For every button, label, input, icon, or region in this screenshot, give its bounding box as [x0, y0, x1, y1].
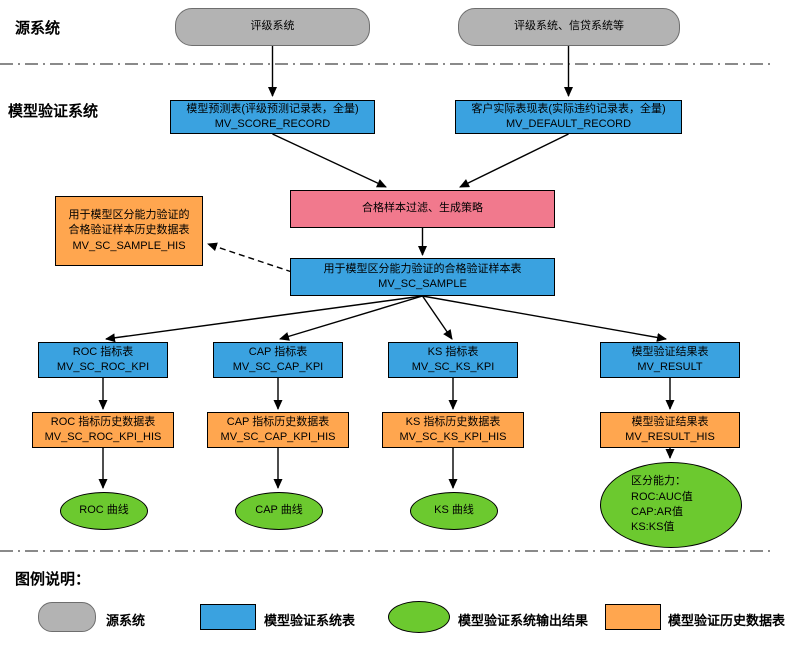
legend-source-label: 源系统	[106, 613, 146, 628]
node-label: MV_SC_ROC_KPI	[56, 361, 150, 373]
node-label: MV_RESULT_HIS	[625, 431, 715, 443]
node-label: 客户实际表现表(实际违约记录表，全量)	[471, 102, 666, 115]
node-cap-curve-output: CAP 曲线	[235, 492, 323, 530]
legend-output-swatch	[388, 601, 450, 633]
legend-history-label: 模型验证历史数据表	[668, 613, 786, 628]
node-result-history-table: 模型验证结果表 MV_RESULT_HIS	[600, 412, 740, 448]
node-label: CAP:AR值	[631, 506, 683, 518]
node-label: 区分能力：	[631, 475, 686, 488]
node-label: 模型预测表(评级预测记录表，全量)	[186, 102, 359, 115]
node-label: MV_SCORE_RECORD	[214, 118, 331, 130]
node-label: CAP 指标历史数据表	[226, 415, 330, 428]
node-label: 评级系统	[250, 20, 295, 33]
node-rating-system: 评级系统	[175, 8, 370, 46]
node-cap-kpi-history-table: CAP 指标历史数据表 MV_SC_CAP_KPI_HIS	[207, 412, 349, 448]
node-discrimination-output: 区分能力： ROC:AUC值 CAP:AR值 KS:KS值	[600, 462, 742, 548]
node-label: MV_SC_SAMPLE	[378, 278, 467, 290]
node-label: MV_RESULT	[637, 361, 703, 373]
node-label: 用于模型区分能力验证的	[68, 208, 190, 221]
node-label: 合格验证样本历史数据表	[68, 224, 190, 237]
node-label: ROC:AUC值	[631, 490, 693, 503]
legend-output-label: 模型验证系统输出结果	[458, 613, 589, 628]
node-label: ROC 曲线	[79, 504, 129, 517]
node-ks-kpi-history-table: KS 指标历史数据表 MV_SC_KS_KPI_HIS	[382, 412, 524, 448]
node-label: MV_SC_KS_KPI	[411, 361, 495, 373]
legend-title: 图例说明：	[15, 571, 91, 588]
node-label: 用于模型区分能力验证的合格验证样本表	[323, 262, 522, 275]
node-roc-kpi-table: ROC 指标表 MV_SC_ROC_KPI	[38, 342, 168, 378]
node-label: MV_SC_ROC_KPI_HIS	[44, 431, 162, 443]
node-label: 模型验证结果表	[631, 345, 709, 358]
node-label: MV_SC_KS_KPI_HIS	[399, 431, 507, 443]
node-label: CAP 指标表	[248, 345, 308, 358]
node-label: KS 指标历史数据表	[405, 415, 501, 428]
legend-history-swatch	[605, 604, 661, 630]
legend-table-label: 模型验证系统表	[264, 613, 356, 628]
node-result-table: 模型验证结果表 MV_RESULT	[600, 342, 740, 378]
node-sample-table: 用于模型区分能力验证的合格验证样本表 MV_SC_SAMPLE	[290, 258, 555, 296]
source-system-section-label: 源系统	[15, 20, 61, 37]
node-label: 模型验证结果表	[631, 415, 709, 428]
validation-system-section-label: 模型验证系统	[8, 103, 99, 120]
node-label: MV_SC_CAP_KPI_HIS	[220, 431, 336, 443]
node-label: 合格样本过滤、生成策略	[362, 202, 483, 215]
node-ks-curve-output: KS 曲线	[410, 492, 498, 530]
node-label: CAP 曲线	[255, 504, 303, 517]
node-roc-curve-output: ROC 曲线	[60, 492, 148, 530]
node-label: MV_SC_SAMPLE_HIS	[72, 239, 186, 252]
node-label: KS:KS值	[631, 521, 675, 534]
node-label: MV_DEFAULT_RECORD	[505, 118, 632, 130]
node-score-record-table: 模型预测表(评级预测记录表，全量) MV_SCORE_RECORD	[170, 100, 375, 134]
node-ks-kpi-table: KS 指标表 MV_SC_KS_KPI	[388, 342, 518, 378]
node-label: ROC 指标历史数据表	[50, 415, 156, 428]
node-cap-kpi-table: CAP 指标表 MV_SC_CAP_KPI	[213, 342, 343, 378]
node-roc-kpi-history-table: ROC 指标历史数据表 MV_SC_ROC_KPI_HIS	[32, 412, 174, 448]
node-label: KS 曲线	[434, 504, 474, 517]
node-rating-credit-system: 评级系统、信贷系统等	[458, 8, 680, 46]
node-default-record-table: 客户实际表现表(实际违约记录表，全量) MV_DEFAULT_RECORD	[455, 100, 682, 134]
node-filter-strategy: 合格样本过滤、生成策略	[290, 190, 555, 228]
node-label: 评级系统、信贷系统等	[514, 20, 624, 33]
legend-source-swatch	[38, 602, 96, 632]
node-sample-history-table: 用于模型区分能力验证的 合格验证样本历史数据表 MV_SC_SAMPLE_HIS	[55, 196, 203, 266]
node-label: MV_SC_CAP_KPI	[232, 361, 324, 373]
legend-table-swatch	[200, 604, 256, 630]
node-label: ROC 指标表	[72, 345, 134, 358]
node-label: KS 指标表	[427, 345, 479, 358]
